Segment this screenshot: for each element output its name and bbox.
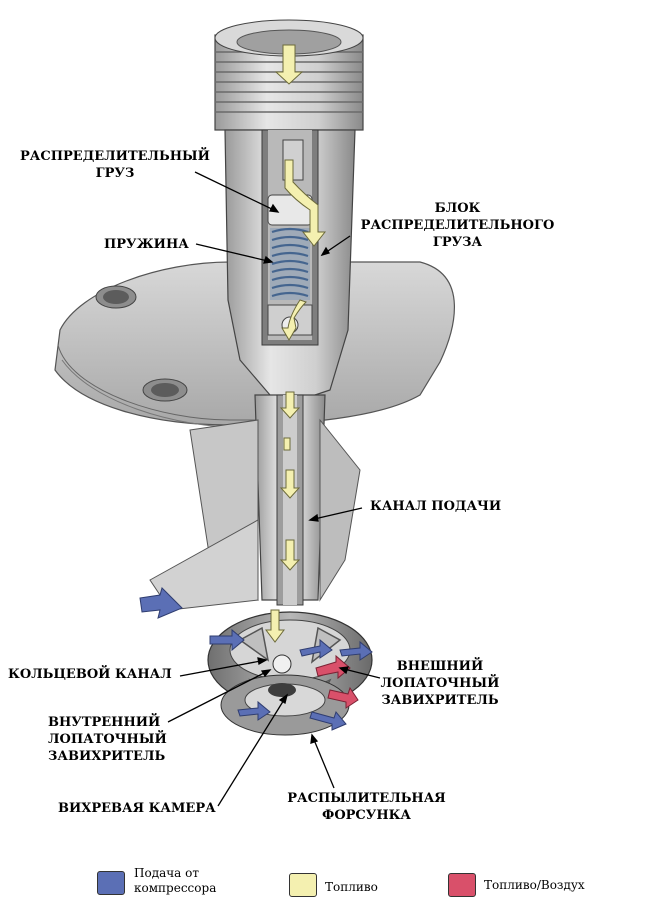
label-vortex-chamber: ВИХРЕВАЯ КАМЕРА <box>58 801 216 816</box>
legend-swatch-mixture <box>448 873 476 897</box>
label-inner-swirler: ВНУТРЕННИЙ ЛОПАТОЧНЫЙ ЗАВИХРИТЕЛЬ <box>48 715 167 764</box>
legend-swatch-fuel <box>289 873 317 897</box>
label-spray-nozzle: РАСПЫЛИТЕЛЬНАЯ ФОРСУНКА <box>287 791 446 823</box>
legend-label-mixture: Топливо/Воздух <box>484 878 585 892</box>
label-distributor-weight: РАСПРЕДЕЛИТЕЛЬНЫЙ ГРУЗ <box>20 149 210 181</box>
label-feed-channel: КАНАЛ ПОДАЧИ <box>370 499 502 514</box>
fuel-flow-arrows <box>265 44 327 643</box>
legend-swatch-air <box>97 871 125 895</box>
legend-label-fuel: Топливо <box>325 880 378 894</box>
feed-stem <box>149 394 361 611</box>
spring <box>271 227 309 298</box>
label-spring: ПРУЖИНА <box>104 237 189 252</box>
air-flow-arrows <box>139 587 373 731</box>
label-distributor-block: БЛОК РАСПРЕДЕЛИТЕЛЬНОГО ГРУЗА <box>360 201 555 250</box>
legend-label-air: Подача от компрессора <box>134 866 217 895</box>
nozzle-housing <box>214 19 364 401</box>
callout-lines <box>167 171 381 807</box>
label-annular-channel: КОЛЬЦЕВОЙ КАНАЛ <box>8 667 172 682</box>
mixture-flow-arrows <box>315 654 359 709</box>
label-outer-swirler: ВНЕШНИЙ ЛОПАТОЧНЫЙ ЗАВИХРИТЕЛЬ <box>380 659 500 708</box>
